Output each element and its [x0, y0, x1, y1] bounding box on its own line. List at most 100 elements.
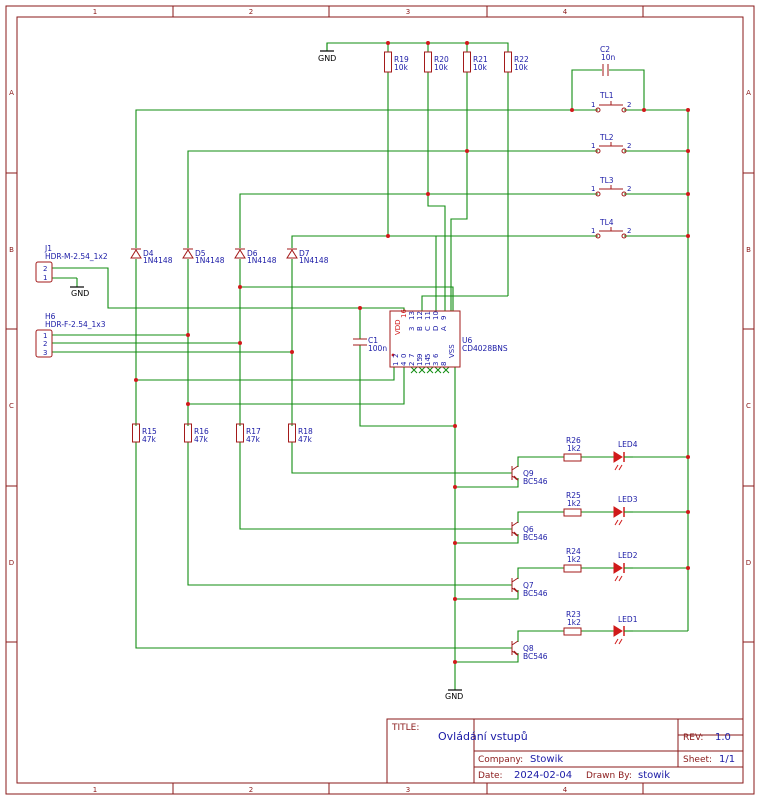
pin-number: 9	[440, 316, 448, 320]
frame-row-labels: A B C D A B C D	[9, 89, 751, 567]
company-value: Stowik	[530, 754, 563, 765]
ref-label: J1	[44, 244, 52, 253]
transistor-q7: Q7 BC546	[511, 577, 548, 598]
value-label: 1N4148	[247, 256, 277, 265]
led-led3: LED3	[613, 495, 638, 526]
pin-number: 2	[408, 362, 416, 366]
diode-d6: D6 1N4148	[234, 248, 277, 265]
ref-label: R19	[394, 55, 409, 64]
transistor-q6: Q6 BC546	[511, 521, 548, 542]
capacitor-c1: C1 100n	[353, 336, 387, 353]
pin-name: VSS	[448, 344, 456, 358]
value-label: HDR-M-2.54_1x2	[45, 252, 108, 261]
resistor-r26: R26 1k2	[563, 436, 582, 462]
ref-label: LED2	[618, 551, 638, 560]
ref-label: R22	[514, 55, 529, 64]
pin-number: 11	[424, 311, 432, 320]
value-label: 1N4148	[299, 256, 329, 265]
pin-name: 7	[408, 354, 416, 358]
value-label: 1k2	[567, 444, 581, 453]
ref-label: R23	[566, 610, 581, 619]
ref-label: LED3	[618, 495, 638, 504]
value-label: 47k	[194, 435, 209, 444]
pin-label: 1	[591, 227, 595, 235]
value-label: CD4028BNS	[462, 344, 508, 353]
pin-number: 16	[400, 309, 408, 318]
switch-tl4: TL4 1 2	[591, 218, 631, 239]
column-label: 2	[249, 786, 253, 794]
date-key: Date:	[478, 771, 503, 781]
value-label: 47k	[246, 435, 261, 444]
ref-label: R16	[194, 427, 209, 436]
pin-number: 3	[432, 362, 440, 366]
gnd-symbol-j1: GND	[70, 286, 89, 298]
transistor-q8: Q8 BC546	[511, 640, 548, 661]
value-label: 1N4148	[195, 256, 225, 265]
pin-name: B	[416, 326, 424, 331]
ref-label: R18	[298, 427, 313, 436]
diode-d4: D4 1N4148	[130, 248, 173, 265]
ref-label: TL2	[599, 133, 614, 142]
drawing-frame	[5, 5, 755, 795]
value-label: 10k	[394, 63, 409, 72]
resistor-r19: R19 10k	[384, 51, 409, 73]
ref-label: D5	[195, 249, 206, 258]
pin-number: 8	[440, 362, 448, 366]
row-label: D	[9, 559, 14, 567]
no-connect-marks	[410, 366, 450, 374]
value-label: BC546	[523, 533, 548, 542]
pin-name: C	[424, 326, 432, 331]
column-label: 1	[93, 8, 97, 16]
ref-label: LED4	[618, 440, 638, 449]
ref-label: R15	[142, 427, 157, 436]
pin-label: 2	[43, 265, 47, 273]
value-label: 47k	[298, 435, 313, 444]
drawn-by-value: stowik	[638, 770, 670, 781]
pin-label: 3	[43, 349, 47, 357]
ref-label: Q7	[523, 581, 534, 590]
ref-label: R25	[566, 491, 581, 500]
resistor-r15: R15 47k	[132, 423, 157, 444]
title-key: TITLE:	[391, 723, 419, 733]
column-label: 1	[93, 786, 97, 794]
ref-label: C1	[368, 336, 378, 345]
resistor-r25: R25 1k2	[563, 491, 582, 517]
title-block: TITLE: Ovládání vstupů REV: 1.0 Company:…	[386, 718, 744, 784]
column-label: 3	[406, 786, 410, 794]
column-label: 2	[249, 8, 253, 16]
row-label: C	[9, 402, 14, 410]
pin-label: 1	[591, 101, 595, 109]
pin-number: 13	[408, 311, 416, 320]
ref-label: R17	[246, 427, 261, 436]
led-led4: LED4	[613, 440, 638, 471]
resistor-r24: R24 1k2	[563, 547, 582, 573]
capacitor-c2: C2 10n	[600, 45, 616, 76]
pin-label: 1	[43, 274, 47, 282]
ref-label: U6	[462, 336, 472, 345]
gnd-label: GND	[445, 692, 463, 701]
ref-label: R24	[566, 547, 581, 556]
led-led1: LED1	[613, 615, 638, 645]
pin-name: 3	[408, 327, 416, 331]
ref-label: Q6	[523, 525, 534, 534]
column-label: 4	[563, 8, 568, 16]
switch-tl2: TL2 1 2	[591, 133, 631, 154]
ref-label: Q9	[523, 469, 534, 478]
row-label: B	[746, 246, 751, 254]
resistor-r21: R21 10k	[463, 51, 488, 73]
date-value: 2024-02-04	[514, 770, 572, 781]
ref-label: H6	[45, 312, 56, 321]
gnd-symbol-bottom: GND	[445, 689, 463, 701]
value-label: 10k	[434, 63, 449, 72]
row-label: B	[9, 246, 14, 254]
pin-label: 2	[43, 340, 47, 348]
value-label: 10k	[514, 63, 529, 72]
company-key: Company:	[478, 755, 523, 765]
rev-key: REV:	[683, 733, 703, 743]
pin-name: 5	[424, 354, 432, 358]
pin-name: 6	[432, 353, 440, 358]
value-label: 1k2	[567, 555, 581, 564]
diode-d7: D7 1N4148	[286, 248, 329, 265]
ref-label: D7	[299, 249, 310, 258]
